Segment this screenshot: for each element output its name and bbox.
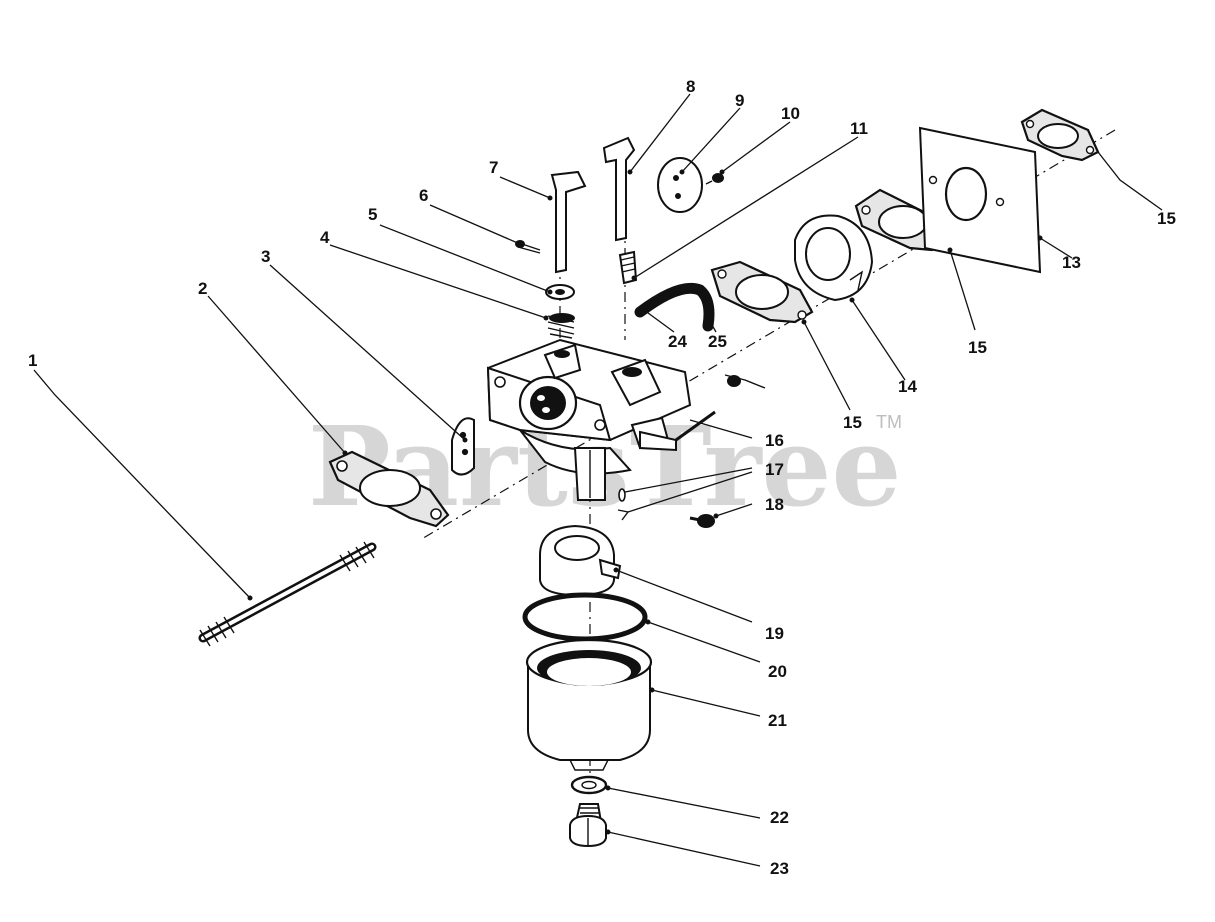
part-1-stud: [198, 541, 377, 647]
part-15-gasket-c: [1020, 108, 1100, 162]
part-10-screw: [705, 173, 724, 185]
part-20-o-ring: [522, 592, 648, 642]
callout-9: 9: [735, 91, 744, 110]
callout-24: 24: [668, 332, 687, 351]
part-11-needle: [618, 250, 638, 285]
part-14-spacer: [794, 214, 874, 302]
part-5-seat: [545, 284, 575, 300]
part-13-plate: [918, 126, 1042, 274]
part-21-float-bowl: [525, 638, 653, 771]
part-16-idle-screw: [639, 374, 766, 452]
leader-dots: [247, 169, 1043, 835]
carburetor-body: [486, 338, 692, 501]
callout-7: 7: [489, 158, 498, 177]
callout-5: 5: [368, 205, 377, 224]
callout-8: 8: [686, 77, 695, 96]
watermark-tm: TM: [876, 412, 902, 432]
callout-3: 3: [261, 247, 270, 266]
callout-11: 11: [850, 119, 868, 138]
callout-15-b: 15: [968, 338, 987, 357]
callout-15-c: 15: [843, 413, 862, 432]
callout-15-a: 15: [1157, 209, 1176, 228]
callout-1: 1: [28, 351, 37, 370]
callout-6: 6: [419, 186, 428, 205]
part-22-washer: [570, 775, 608, 795]
callout-17: 17: [765, 460, 784, 479]
callout-4: 4: [320, 228, 330, 247]
callout-2: 2: [198, 279, 207, 298]
callout-25: 25: [708, 332, 727, 351]
part-23-drain-nut: [569, 803, 607, 848]
callout-18: 18: [765, 495, 784, 514]
callout-23: 23: [770, 859, 789, 878]
callout-13: 13: [1062, 253, 1081, 272]
part-17-washer: [617, 488, 630, 521]
part-4-spring: [547, 313, 575, 339]
part-7-throttle-lever: [550, 170, 587, 274]
part-19-float: [539, 524, 622, 597]
callout-10: 10: [781, 104, 800, 123]
part-2-gasket: [328, 450, 450, 528]
part-15-gasket-a: [710, 260, 814, 324]
part-24-fuel-hose: [634, 282, 715, 332]
part-8-choke-lever: [602, 136, 636, 242]
leader-lines: [33, 93, 1163, 867]
part-18-screw: [689, 514, 715, 528]
part-3-throttle-plate: [451, 417, 475, 476]
callout-20: 20: [768, 662, 787, 681]
callout-22: 22: [770, 808, 789, 827]
callout-labels: 1 2 3 4 5 6 7 8 9 10 11 13 14 15 15 15 1…: [28, 77, 1176, 878]
callout-21: 21: [768, 711, 787, 730]
callout-14: 14: [898, 377, 917, 396]
callout-16: 16: [765, 431, 784, 450]
callout-19: 19: [765, 624, 784, 643]
part-9-choke-plate: [657, 157, 703, 213]
